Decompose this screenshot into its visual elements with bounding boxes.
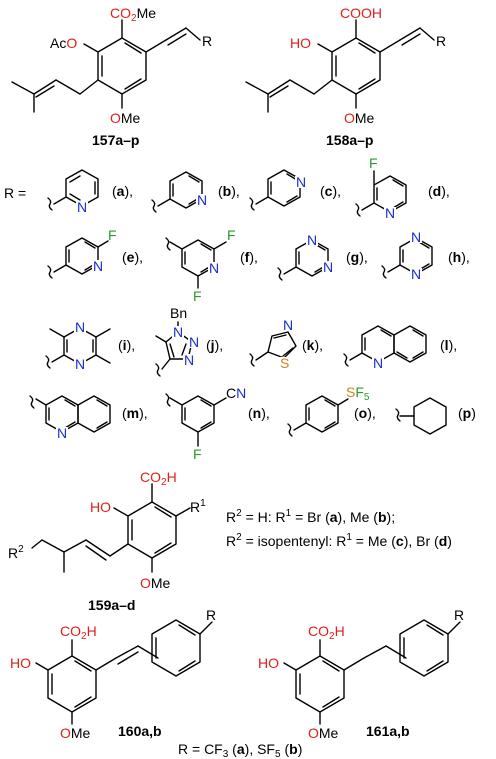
svg-text:N: N (93, 258, 103, 274)
label-m: (m), (122, 405, 148, 421)
ome-label-157: OMe (110, 110, 141, 126)
label-k: (k), (302, 337, 323, 353)
svg-text:F: F (193, 288, 202, 304)
compound-label-161: 161a,b (366, 723, 410, 739)
svg-text:N: N (411, 266, 421, 282)
substituent-f: F F N (f), (165, 227, 258, 304)
substituent-m: N (m), (29, 395, 148, 441)
substituent-g: N N (g), (277, 232, 368, 281)
ome-label-161: OMe (308, 725, 339, 741)
label-p: (p) (458, 405, 476, 421)
svg-text:F: F (369, 155, 378, 171)
svg-text:F: F (108, 227, 117, 243)
compound-label-157: 157a–p (92, 132, 139, 148)
r-equals: R = (4, 185, 26, 201)
label-h: (h), (448, 249, 470, 265)
ome-label-158: OMe (344, 110, 375, 126)
label-j: (j), (206, 337, 223, 353)
svg-text:N: N (373, 355, 383, 371)
svg-text:N: N (296, 174, 306, 190)
substituent-o: SF5 (o), (287, 384, 376, 437)
ome-label-159: OMe (140, 575, 171, 591)
svg-text:N: N (189, 334, 199, 350)
substituent-p: (p) (395, 397, 476, 435)
r-label-161: R (454, 607, 464, 623)
svg-text:N: N (75, 319, 85, 335)
svg-text:N: N (197, 192, 207, 208)
r1-label: R1 (190, 498, 206, 515)
co2h-label-159: CO2H (140, 469, 177, 488)
ho-label-161: HO (258, 655, 279, 671)
r-label-160: R (206, 607, 216, 623)
co2h-label-160: CO2H (60, 623, 97, 642)
compound-label-159: 159a–d (88, 597, 135, 613)
substituent-d: F N (d), (355, 155, 450, 221)
svg-text:N: N (75, 356, 85, 372)
label-n: (n), (248, 405, 270, 421)
svg-text:S: S (280, 355, 289, 371)
substituent-h: N N (h), (381, 229, 470, 282)
substituent-e: F N (e), (47, 227, 143, 279)
substituent-c: N (c), (249, 169, 341, 211)
label-b: (b), (218, 183, 240, 199)
label-o: (o), (354, 405, 376, 421)
compound-label-158: 158a–p (326, 132, 373, 148)
r2-label: R2 (8, 544, 24, 561)
condition-2: R2 = isopentenyl: R1 = Me (c), Br (d) (226, 532, 452, 549)
substituent-l: N (l), (343, 325, 457, 371)
label-l: (l), (440, 337, 457, 353)
svg-text:N: N (184, 352, 194, 368)
condition-1: R2 = H: R1 = Br (a), Me (b); (226, 508, 395, 525)
compound-160: CO2H HO R OMe 160a,b (10, 607, 216, 741)
substituent-n: CN F (n), (165, 385, 270, 462)
compound-label-160: 160a,b (118, 723, 162, 739)
svg-text:N: N (77, 199, 87, 215)
r-label-158: R (436, 33, 446, 49)
cooh-label: COOH (340, 5, 382, 21)
sf5-label: SF5 (346, 384, 370, 403)
svg-text:N: N (209, 260, 219, 276)
label-f: (f), (240, 249, 258, 265)
svg-text:F: F (193, 446, 202, 462)
svg-text:N: N (283, 317, 293, 333)
svg-text:N: N (323, 259, 333, 275)
compound-158: COOH HO R OMe 158a–p (245, 5, 446, 148)
svg-text:N: N (173, 324, 183, 340)
label-i: (i), (118, 337, 135, 353)
compound-159: CO2H HO R1 R2 OMe 159a–d R2 = H: R1 = Br… (8, 469, 452, 613)
ho-label-159: HO (90, 499, 111, 515)
substituent-a: N (a), (47, 169, 133, 215)
svg-text:Bn: Bn (170, 305, 187, 321)
label-a: (a), (112, 183, 133, 199)
ho-label-160: HO (10, 655, 31, 671)
substituent-b: N (b), (151, 171, 240, 213)
label-c: (c), (320, 183, 341, 199)
ho-label-158: HO (290, 35, 311, 51)
svg-text:N: N (307, 232, 317, 248)
svg-text:F: F (227, 227, 236, 243)
compound-157: CO2Me AcO R OMe 157a–p (11, 5, 212, 148)
co2me-label: CO2Me (110, 5, 156, 24)
substituent-k: N S (k), (249, 317, 323, 371)
svg-text:N: N (411, 229, 421, 245)
ome-label-160: OMe (60, 725, 91, 741)
substituent-j: Bn N N N (j), (155, 305, 223, 377)
svg-text:N: N (385, 205, 395, 221)
label-d: (d), (428, 183, 450, 199)
substituent-i: N N (i), (45, 319, 135, 372)
label-e: (e), (122, 249, 143, 265)
co2h-label-161: CO2H (308, 623, 345, 642)
label-g: (g), (346, 249, 368, 265)
aco-label: AcO (50, 35, 77, 51)
footer-r-definition: R = CF3 (a), SF5 (b) (178, 741, 302, 759)
svg-text:N: N (57, 425, 67, 441)
compound-161: CO2H HO R OMe 161a,b (258, 607, 464, 741)
r-label-157: R (202, 33, 212, 49)
cn-label: CN (226, 385, 246, 401)
